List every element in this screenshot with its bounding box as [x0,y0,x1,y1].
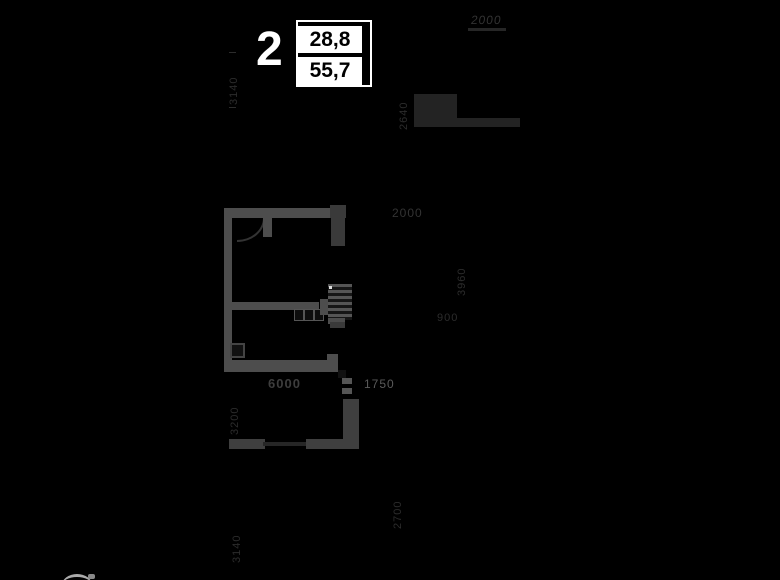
dim-lower-left-lower: 3140 [231,534,243,563]
dim-bottom-width: 6000 [268,376,301,391]
lower-wall-left [229,439,265,449]
radiator-highlight [329,286,332,289]
wall-left [224,208,232,372]
wall-right-upper [331,218,345,246]
dim-tick [229,52,236,53]
wall-top [224,208,339,218]
area-upper-value: 28,8 [298,26,362,53]
window-pane [305,310,313,320]
dim-right-upper: 2640 [398,101,410,130]
lower-wall-vertical [343,399,359,449]
watermark-partial [62,574,92,580]
window-icon [294,309,324,321]
dim-tick [229,107,236,108]
dim-plan-right-small: 900 [437,312,459,324]
area-badge-frame [296,20,372,87]
level-marker-notch [342,384,352,388]
lower-wall-right [306,439,359,449]
window-pane [315,310,323,320]
dim-line [468,28,506,31]
area-lower-value: 55,7 [298,57,362,85]
dim-mid-right: 2000 [392,206,423,220]
wall-under-radiator [328,318,345,324]
wall-bottom-right-stub [327,354,338,372]
left-window-icon [230,343,245,358]
dim-lower-right: 2700 [392,500,404,529]
dim-entry-width: 1750 [364,377,395,391]
wall-interior-mid [231,302,319,310]
wall-stub-radiator [320,299,329,315]
door-pier [263,215,272,237]
neighbor-wall-fragment [414,118,520,127]
door-swing-arc-icon [237,218,265,242]
dim-plan-right: 3960 [456,267,468,296]
wall-bottom [226,360,338,372]
dim-left-top: 3140 [228,76,240,105]
level-marker-icon [338,370,346,378]
apartment-number: 2 [256,23,283,76]
dim-lower-left-upper: 3200 [229,406,241,435]
lower-wall-thin [263,442,308,446]
wall-under-radiator-2 [330,322,345,328]
radiator-hatch-icon [328,284,352,320]
neighbor-wall-fragment [414,94,457,118]
wall-top-right-corner [330,205,346,218]
dim-top-right: 2000 [470,13,503,27]
watermark-dot [88,574,95,579]
window-pane [295,310,303,320]
